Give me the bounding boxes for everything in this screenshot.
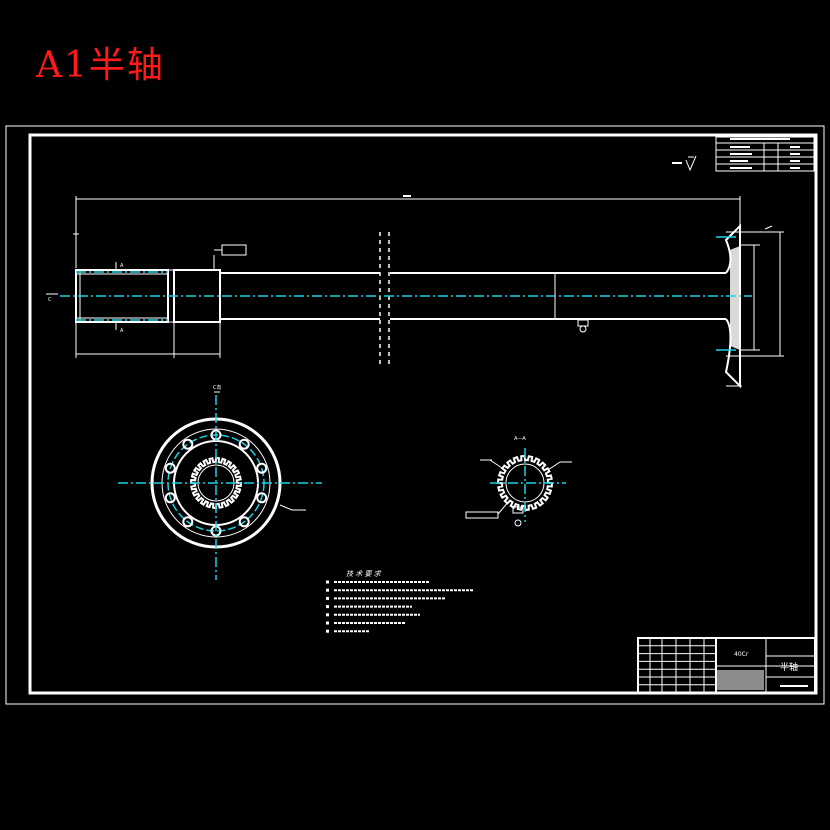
requirement-bullet [326,588,329,592]
flange-view: C向 [118,384,322,580]
bolt-hole [182,516,194,528]
outer-border [5,125,825,705]
section-mark-top: A [120,263,124,269]
bolt-hole [164,492,176,504]
material-cell: 40Cr [734,651,749,658]
overall-length-dimension [73,195,741,268]
requirement-bullet [326,621,329,625]
part-name-cell: 半轴 [780,661,798,673]
tech-requirements-title: 技 术 要 求 [346,570,382,578]
roughness-symbol [672,155,697,172]
section-a-a-view: A—A [465,436,572,527]
bolt-hole [164,462,176,474]
bolt-hole [256,492,268,504]
view-c-marker: C [48,297,52,303]
bolt-hole [238,438,250,450]
bolt-hole [238,516,250,528]
bolt-hole [256,462,268,474]
section-view-label: A—A [514,436,526,442]
shaft-main-view: A A C [46,223,784,389]
requirement-bullet [326,596,329,600]
inner-border [28,133,818,695]
parameter-table [715,136,815,172]
title-block: 40Cr 半轴 [637,637,816,694]
section-mark-bottom: A [120,328,124,334]
flange-view-label: C向 [213,384,222,391]
requirement-bullet [326,605,329,609]
technical-requirements: 技 术 要 求 [326,570,474,633]
drawing-title: A1半轴 [36,45,165,86]
requirement-bullet [326,580,329,584]
bolt-hole [182,438,194,450]
requirement-bullet [326,613,329,617]
requirement-bullet [326,629,329,633]
